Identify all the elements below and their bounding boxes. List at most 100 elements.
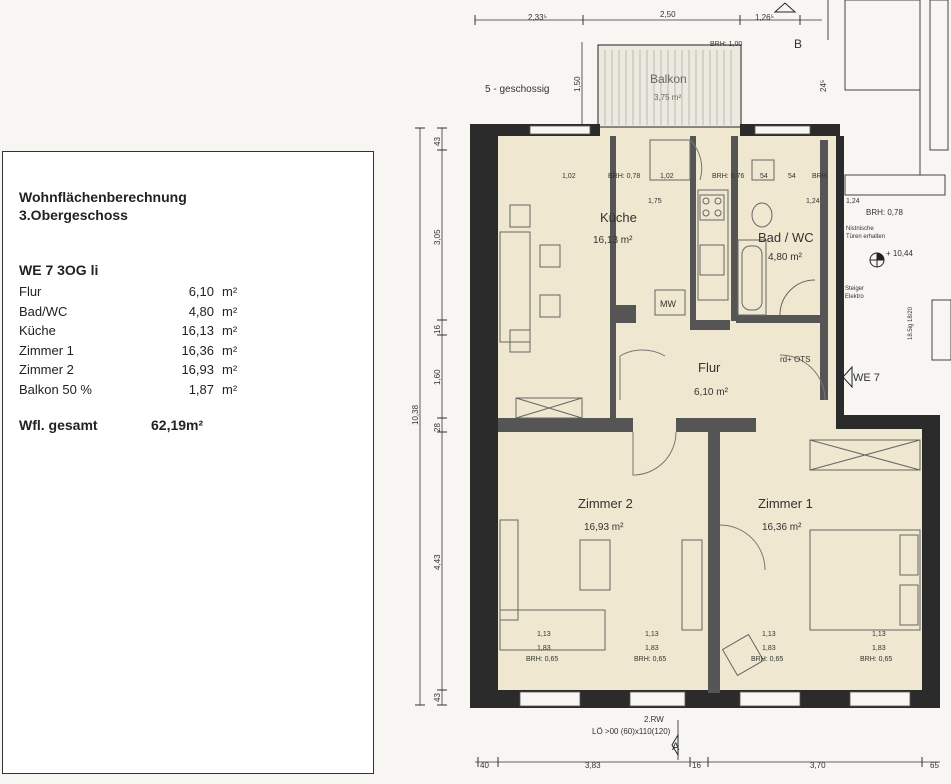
dim-kitchen-side-0: 1,75 bbox=[648, 198, 662, 205]
windows bbox=[519, 125, 911, 707]
room-name-bad: Bad / WC bbox=[758, 230, 814, 245]
section-b-marker-icon bbox=[773, 2, 797, 13]
balcony bbox=[597, 44, 742, 128]
dim-bottom-3: 3,70 bbox=[810, 761, 826, 770]
note-geschossig: 5 - geschossig bbox=[485, 84, 549, 95]
note-steiger2: Elektro bbox=[845, 294, 864, 300]
door-swings bbox=[619, 139, 826, 571]
outside-area bbox=[838, 127, 951, 417]
area-row-value: 16,13 bbox=[181, 323, 214, 339]
dim-kitchen-side-1: 1,24 bbox=[806, 198, 820, 205]
dim-kitchen-2: 1,02 bbox=[660, 173, 674, 180]
room-name-zimmer2: Zimmer 2 bbox=[578, 496, 633, 511]
dim-bottom-0: 40 bbox=[480, 761, 489, 770]
dim-balkon-1: 24⁵ bbox=[819, 80, 828, 92]
win-label-1c: BRH: 0,65 bbox=[634, 656, 666, 663]
win-label-0c: BRH: 0,65 bbox=[526, 656, 558, 663]
room-name-flur: Flur bbox=[698, 360, 721, 375]
area-row-unit: m² bbox=[222, 342, 238, 358]
interior-walls bbox=[498, 136, 828, 693]
area-row: Küche 16,13 m² bbox=[17, 321, 239, 341]
calc-title-line1: Wohnflächenberechnung bbox=[19, 189, 187, 205]
note-steiger1: Steiger bbox=[845, 286, 864, 292]
note-lo: LÖ >00 (60)x110(120) bbox=[592, 727, 671, 736]
dim-left-1: 3,05 bbox=[433, 229, 442, 245]
note-rw: 2.RW bbox=[644, 715, 664, 724]
note-b: B bbox=[794, 37, 802, 51]
area-row-name: Balkon 50 % bbox=[19, 381, 92, 397]
calc-title: Wohnflächenberechnung 3.Obergeschoss bbox=[19, 188, 187, 224]
room-area-flur: 6,10 m² bbox=[694, 387, 729, 398]
win-label-3a: 1,13 bbox=[872, 631, 886, 638]
area-row-unit: m² bbox=[222, 362, 238, 378]
area-row-value: 16,93 bbox=[181, 362, 214, 378]
dim-kitchen-5: 54 bbox=[788, 173, 796, 180]
win-label-0b: 1,83 bbox=[537, 645, 551, 652]
outer-walls bbox=[470, 124, 940, 708]
area-row-unit: m² bbox=[222, 284, 238, 300]
total-label: Wfl. gesamt bbox=[19, 417, 98, 433]
room-name-zimmer1: Zimmer 1 bbox=[758, 496, 813, 511]
window-labels: 1,13 1,83 BRH: 0,65 1,13 1,83 BRH: 0,65 … bbox=[526, 631, 892, 663]
note-a: A bbox=[672, 741, 680, 753]
dim-bottom-2: 16 bbox=[692, 761, 701, 770]
dim-left-2: 16 bbox=[433, 325, 442, 334]
entry-arrow-icon bbox=[842, 365, 853, 389]
dim-left-3: 1,60 bbox=[433, 369, 442, 385]
win-label-3c: BRH: 0,65 bbox=[860, 656, 892, 663]
win-label-3b: 1,83 bbox=[872, 645, 886, 652]
win-label-0a: 1,13 bbox=[537, 631, 551, 638]
dimension-lines bbox=[419, 19, 940, 763]
note-brh-078: BRH: 0,78 bbox=[866, 208, 903, 217]
note-level: + 10,44 bbox=[886, 249, 913, 258]
dim-kitchen-6: BRH bbox=[812, 173, 827, 180]
area-row-name: Zimmer 1 bbox=[19, 342, 74, 358]
dim-bottom-4: 65 bbox=[930, 761, 939, 770]
balcony-hatch bbox=[604, 50, 732, 125]
level-marker bbox=[869, 252, 885, 268]
dim-balkon-0: 1,50 bbox=[573, 76, 582, 92]
total-value: 62,19m² bbox=[151, 417, 204, 433]
dim-kitchen-3: BRH: 0,76 bbox=[712, 173, 744, 180]
dim-bottom-1: 3,83 bbox=[585, 761, 601, 770]
area-row-unit: m² bbox=[222, 381, 238, 397]
win-label-2c: BRH: 0,65 bbox=[751, 656, 783, 663]
area-row-name: Küche bbox=[19, 323, 56, 339]
note-brh-balkon: BRH: 1,00 bbox=[710, 41, 742, 48]
room-area-kueche: 16,13 m² bbox=[593, 235, 633, 246]
area-calculation-panel: Wohnflächenberechnung 3.Obergeschoss WE … bbox=[2, 151, 374, 774]
area-row-unit: m² bbox=[222, 303, 238, 319]
win-label-1b: 1,83 bbox=[645, 645, 659, 652]
dim-kitchen-side-2: 1,24 bbox=[846, 198, 860, 205]
dim-left-total: 10,38 bbox=[411, 404, 420, 425]
room-name-balkon: Balkon bbox=[650, 72, 687, 86]
room-furniture bbox=[499, 439, 921, 677]
note-side-right: 18.5ig 18/20 bbox=[908, 306, 914, 340]
area-row-unit: m² bbox=[222, 323, 238, 339]
note-we7: WE 7 bbox=[853, 372, 880, 384]
area-row-value: 4,80 bbox=[188, 303, 214, 319]
neighbor-building bbox=[827, 0, 951, 361]
section-a-marker-icon bbox=[671, 733, 679, 757]
note-nischen2: Türen erhalten bbox=[846, 234, 885, 240]
dim-left-6: 43 bbox=[433, 693, 442, 702]
note-mw: MW bbox=[660, 299, 676, 309]
dim-left-0: 43 bbox=[433, 137, 442, 146]
dim-top-2: 1,26⁵ bbox=[755, 13, 774, 22]
dim-left-4: 28 bbox=[433, 423, 442, 432]
room-area-balkon: 3,75 m² bbox=[654, 93, 681, 102]
total-row: Wfl. gesamt 62,19m² bbox=[19, 417, 219, 433]
area-row: Zimmer 1 16,36 m² bbox=[17, 341, 239, 361]
floor-area bbox=[470, 127, 922, 707]
dim-kitchen-0: 1,02 bbox=[562, 173, 576, 180]
dim-kitchen-4: 54 bbox=[760, 173, 768, 180]
note-rd-ots: rd+ OTS bbox=[780, 355, 810, 364]
area-row-value: 16,36 bbox=[181, 342, 214, 358]
area-row-name: Flur bbox=[19, 284, 42, 300]
unit-label: WE 7 3OG li bbox=[19, 262, 99, 278]
